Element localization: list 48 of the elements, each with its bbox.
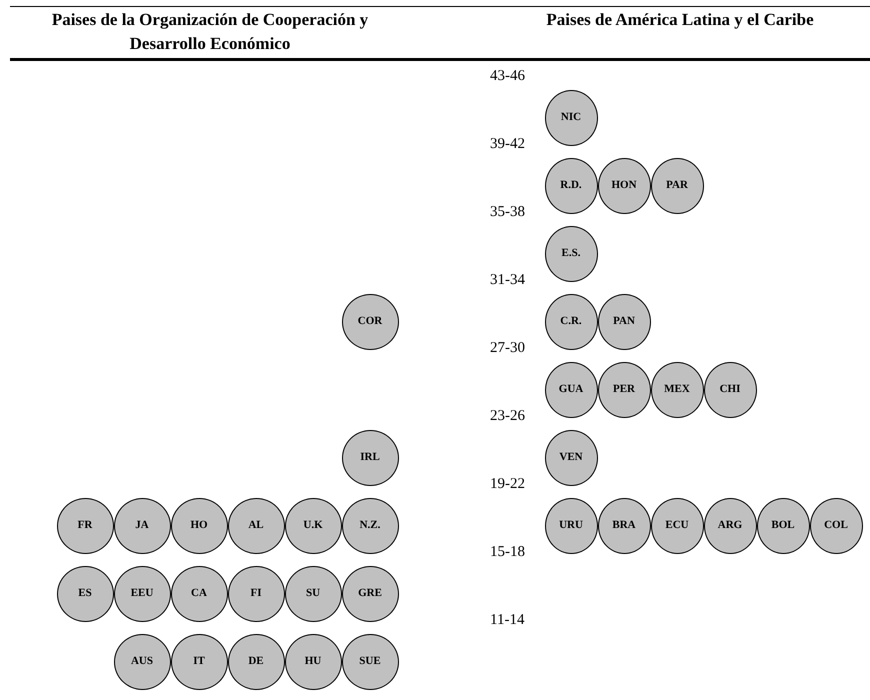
country-ellipse: N.Z. (342, 498, 399, 554)
country-ellipse: SU (285, 566, 342, 622)
country-ellipse: R.D. (545, 158, 598, 214)
country-ellipse: BOL (757, 498, 810, 554)
country-ellipse: NIC (545, 90, 598, 146)
country-ellipse: URU (545, 498, 598, 554)
country-ellipse: FR (57, 498, 114, 554)
country-ellipse: GRE (342, 566, 399, 622)
country-ellipse: HO (171, 498, 228, 554)
column-header: Paises de la Organización de Cooperación y Desarrollo Económico (50, 9, 370, 55)
country-ellipse: IT (171, 634, 228, 690)
country-ellipse: MEX (651, 362, 704, 418)
country-ellipse: HON (598, 158, 651, 214)
country-ellipse: GUA (545, 362, 598, 418)
range-label: 11-14 (490, 612, 524, 629)
country-ellipse: VEN (545, 430, 598, 486)
country-ellipse: CHI (704, 362, 757, 418)
country-ellipse: AUS (114, 634, 171, 690)
country-ellipse: U.K (285, 498, 342, 554)
country-ellipse: FI (228, 566, 285, 622)
country-ellipse: E.S. (545, 226, 598, 282)
country-ellipse: PER (598, 362, 651, 418)
country-ellipse: JA (114, 498, 171, 554)
country-ellipse: BRA (598, 498, 651, 554)
country-ellipse: IRL (342, 430, 399, 486)
country-ellipse: ECU (651, 498, 704, 554)
country-ellipse: CA (171, 566, 228, 622)
range-label: 23-26 (490, 408, 525, 425)
country-ellipse: ARG (704, 498, 757, 554)
country-ellipse: PAN (598, 294, 651, 350)
country-ellipse: HU (285, 634, 342, 690)
range-label: 19-22 (490, 476, 525, 493)
range-label: 27-30 (490, 340, 525, 357)
country-ellipse: ES (57, 566, 114, 622)
range-label: 31-34 (490, 272, 525, 289)
country-ellipse: DE (228, 634, 285, 690)
range-label: 43-46 (490, 68, 525, 85)
range-label: 15-18 (490, 544, 525, 561)
country-ellipse: SUE (342, 634, 399, 690)
country-ellipse: PAR (651, 158, 704, 214)
country-ellipse: COL (810, 498, 863, 554)
country-ellipse: COR (342, 294, 399, 350)
country-ellipse: AL (228, 498, 285, 554)
country-ellipse: C.R. (545, 294, 598, 350)
range-label: 39-42 (490, 136, 525, 153)
country-ellipse: EEU (114, 566, 171, 622)
column-header: Paises de América Latina y el Caribe (545, 9, 815, 31)
range-label: 35-38 (490, 204, 525, 221)
